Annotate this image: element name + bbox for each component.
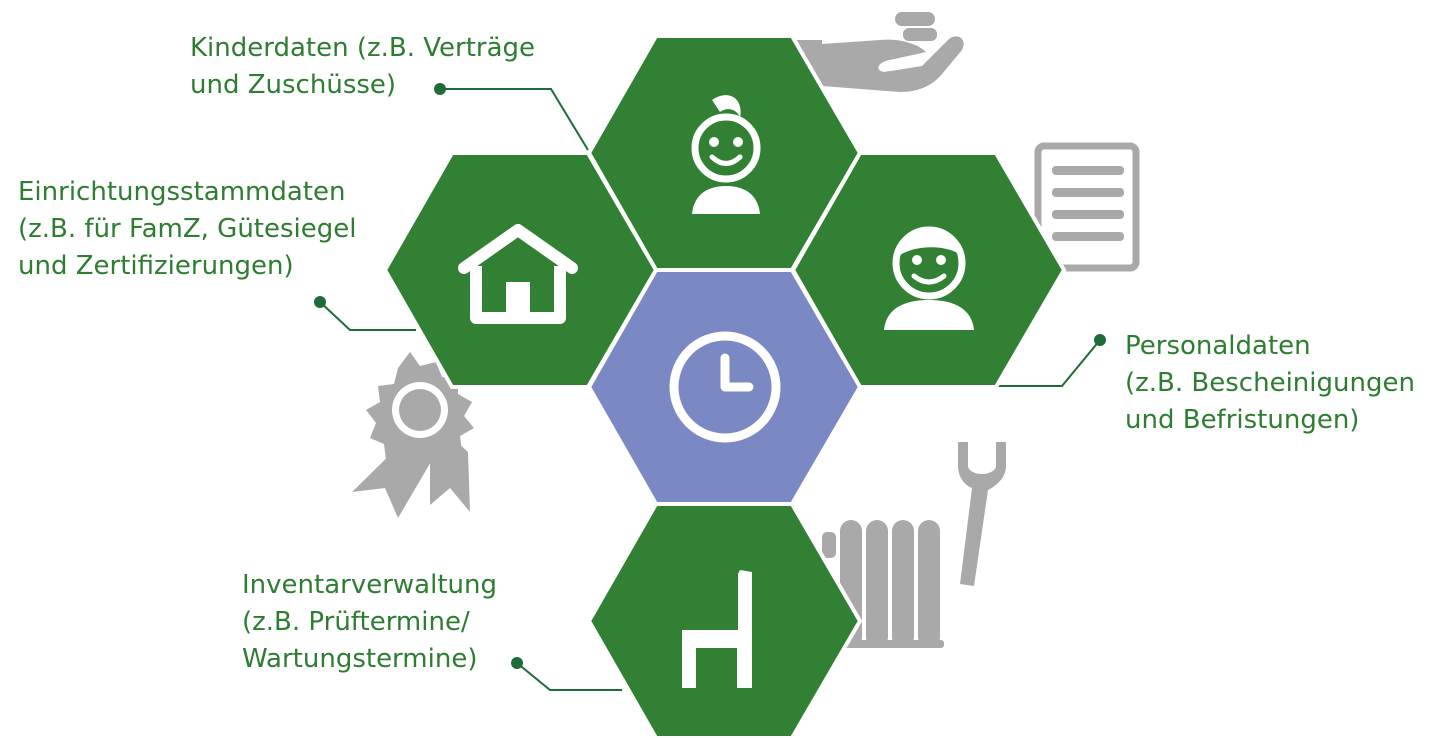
label-line: Einrichtungsstammdaten	[18, 177, 346, 207]
label-kinderdaten: Kinderdaten (z.B. Verträge und Zuschüsse…	[190, 30, 535, 104]
label-inventar: Inventarverwaltung (z.B. Prüftermine/ Wa…	[242, 567, 497, 678]
clock-icon	[669, 331, 781, 443]
label-line: (z.B. für FamZ, Gütesiegel	[18, 214, 357, 244]
leader-lines	[319, 88, 1101, 691]
label-line: und Zertifizierungen)	[18, 251, 294, 281]
radiator-icon	[822, 520, 944, 648]
chair-icon	[682, 570, 752, 688]
hand-with-coins-icon	[796, 12, 964, 92]
leader-dot-einrichtung	[314, 296, 326, 308]
child-face-icon	[691, 95, 761, 214]
leader-line-kinderdaten	[440, 88, 589, 151]
label-personal: Personaldaten (z.B. Bescheinigungen und …	[1125, 328, 1415, 439]
label-line: (z.B. Prüftermine/	[242, 607, 470, 637]
label-line: und Befristungen)	[1125, 405, 1360, 435]
wrench-icon	[958, 442, 1006, 586]
label-line: und Zuschüsse)	[190, 70, 397, 100]
adult-face-icon	[884, 226, 974, 330]
leader-line-einrichtung	[319, 301, 416, 331]
leader-line-inventar	[516, 662, 622, 691]
label-line: Wartungstermine)	[242, 644, 478, 674]
leader-dot-kinderdaten	[434, 83, 446, 95]
document-icon	[1034, 142, 1140, 272]
label-einrichtung: Einrichtungsstammdaten (z.B. für FamZ, G…	[18, 174, 356, 285]
label-line: Kinderdaten (z.B. Verträge	[190, 33, 536, 63]
label-line: Inventarverwaltung	[242, 570, 497, 600]
leader-line-personal	[998, 339, 1101, 387]
label-line: (z.B. Bescheinigungen	[1125, 368, 1415, 398]
leader-dot-personal	[1094, 334, 1106, 346]
leader-dot-inventar	[511, 657, 523, 669]
house-icon	[458, 224, 578, 324]
label-line: Personaldaten	[1125, 331, 1311, 361]
hex-inventar	[586, 502, 863, 738]
